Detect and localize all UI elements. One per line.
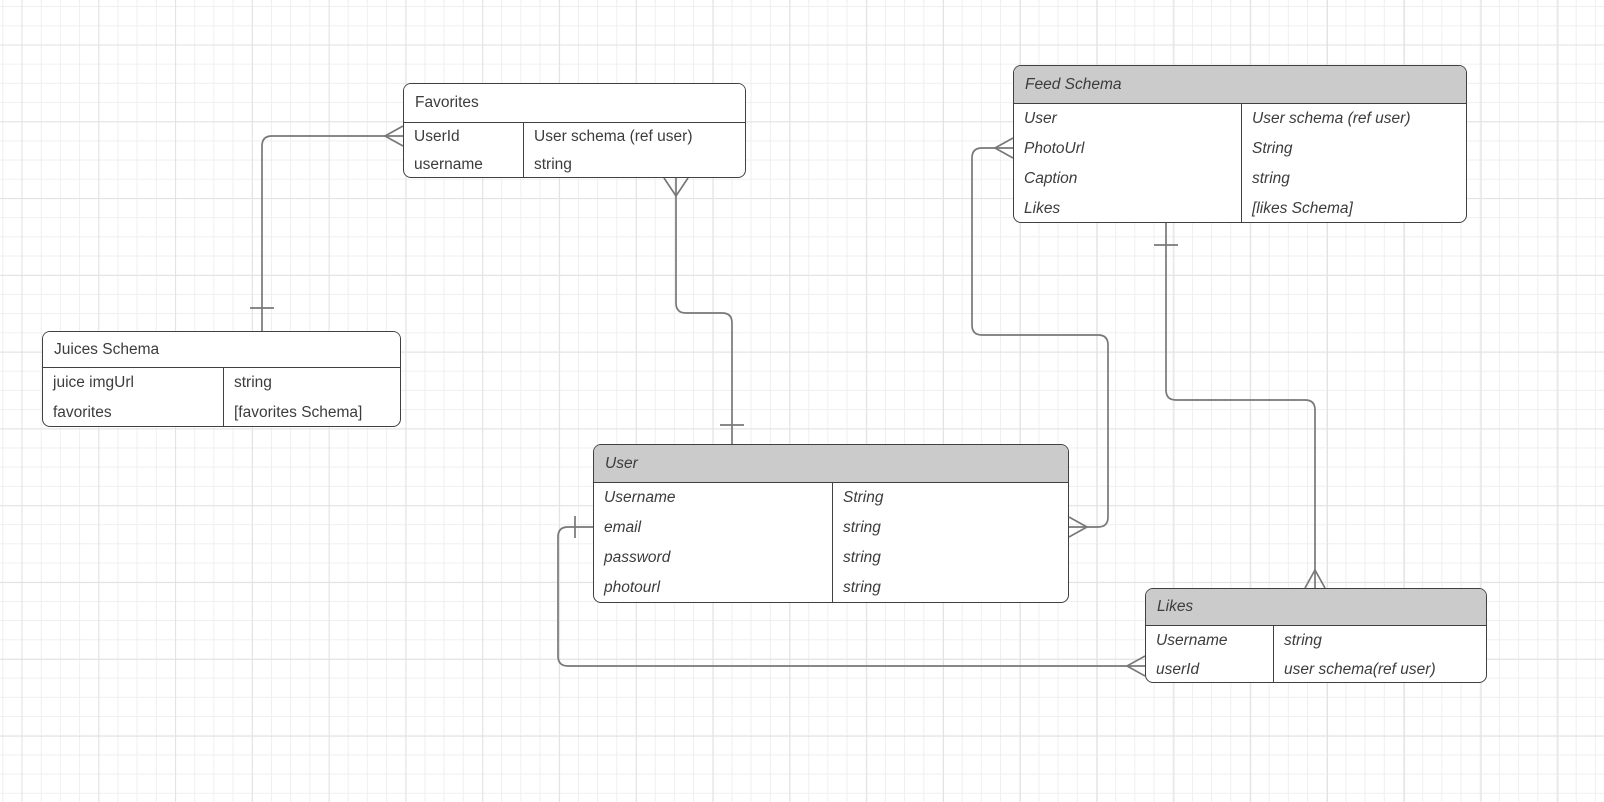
crows-foot-many-icon — [663, 177, 689, 198]
field-name: password — [604, 549, 671, 566]
entity-likes-title: Likes — [1146, 589, 1486, 626]
field-type: string — [1252, 170, 1290, 187]
field-type: string — [534, 156, 572, 173]
field-type: User schema (ref user) — [1252, 110, 1411, 127]
entity-likes[interactable]: Likes Username userId string user schema… — [1145, 588, 1487, 683]
entity-user[interactable]: User Username email password photourl St… — [593, 444, 1069, 603]
field-type: string — [843, 579, 881, 596]
field-type: String — [843, 489, 884, 506]
field-type: String — [1252, 140, 1293, 157]
field-name: UserId — [414, 128, 460, 145]
entity-feed-schema[interactable]: Feed Schema User PhotoUrl Caption Likes … — [1013, 65, 1467, 223]
crows-foot-many-icon — [383, 125, 404, 147]
field-type: string — [843, 549, 881, 566]
connector-favorites-user[interactable] — [663, 177, 744, 444]
field-name: Likes — [1024, 200, 1061, 217]
entity-juices-schema[interactable]: Juices Schema juice imgUrl favorites str… — [42, 331, 401, 427]
field-name: favorites — [53, 404, 112, 421]
entity-juices-schema-title: Juices Schema — [43, 332, 400, 368]
field-name: email — [604, 519, 642, 536]
entity-user-title: User — [594, 445, 1068, 483]
field-type: [likes Schema] — [1252, 200, 1353, 217]
field-type: User schema (ref user) — [534, 128, 693, 145]
field-name: photourl — [604, 579, 661, 596]
entity-feed-schema-title: Feed Schema — [1014, 66, 1466, 104]
field-name: userId — [1156, 660, 1200, 678]
field-name: Caption — [1024, 170, 1078, 187]
field-type: string — [234, 374, 272, 391]
entity-favorites-title: Favorites — [404, 84, 745, 123]
entity-favorites[interactable]: Favorites UserId username User schema (r… — [403, 83, 746, 178]
field-type: [favorites Schema] — [234, 404, 363, 421]
field-type: user schema(ref user) — [1284, 660, 1436, 678]
crows-foot-many-icon — [1068, 516, 1089, 538]
field-name: Username — [604, 489, 676, 506]
field-name: juice imgUrl — [53, 374, 134, 391]
connector-juices-favorites[interactable] — [250, 125, 404, 331]
field-name: Username — [1156, 631, 1228, 649]
field-type: string — [1284, 631, 1322, 649]
crows-foot-many-icon — [1125, 655, 1146, 677]
field-type: string — [843, 519, 881, 536]
field-name: username — [414, 156, 483, 173]
field-name: PhotoUrl — [1024, 140, 1085, 157]
connector-feed-likes[interactable] — [1154, 223, 1326, 589]
field-name: User — [1024, 110, 1057, 127]
crows-foot-many-icon — [993, 137, 1014, 159]
crows-foot-many-icon — [1304, 568, 1326, 589]
